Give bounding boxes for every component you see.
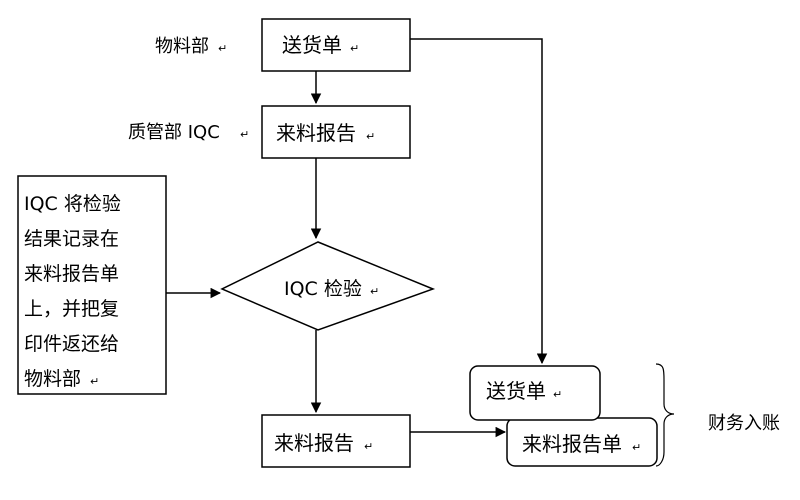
dept-label-material: 物料部 ↵ — [155, 36, 227, 57]
note-line: 上，并把复 — [24, 298, 119, 320]
curly-brace — [655, 363, 675, 467]
node-label: IQC 检验 — [284, 278, 362, 300]
node-box — [469, 365, 601, 421]
finance-label: 财务入账 — [708, 413, 780, 434]
node-delivery-note-top: 送货单 ↵ — [261, 18, 411, 72]
node-label: 来料报告单 — [522, 432, 622, 456]
node-iqc-inspection: IQC 检验 ↵ — [220, 241, 436, 331]
dept-material-text: 物料部 — [155, 36, 209, 57]
note-line: 结果记录在 — [24, 228, 119, 250]
node-box — [261, 105, 411, 159]
return-mark: ↵ — [90, 375, 99, 388]
return-mark: ↵ — [240, 128, 249, 141]
node-label: 来料报告 — [276, 121, 356, 145]
note-line: IQC 将检验 — [24, 193, 121, 215]
dept-label-qc: 质管部 IQC ↵ — [128, 122, 249, 143]
note-box: IQC 将检验 结果记录在 来料报告单 上，并把复 印件返还给 物料部 ↵ — [17, 175, 167, 395]
return-mark: ↵ — [632, 441, 641, 454]
arrow-delivery-to-finance — [410, 38, 548, 365]
return-mark: ↵ — [553, 388, 562, 401]
note-line: 来料报告单 — [24, 263, 119, 285]
node-box — [261, 18, 411, 72]
node-delivery-note-stacked: 送货单 ↵ — [469, 365, 601, 421]
note-line: 印件返还给 — [24, 333, 119, 355]
note-border — [17, 175, 167, 395]
finance-text: 财务入账 — [708, 413, 780, 434]
node-label: 送货单 — [486, 379, 546, 403]
node-incoming-report-bottom: 来料报告 ↵ — [261, 414, 411, 468]
node-incoming-report-stacked: 来料报告单 ↵ — [506, 417, 658, 467]
return-mark: ↵ — [218, 42, 227, 55]
return-mark: ↵ — [364, 440, 373, 453]
dept-qc-text: 质管部 IQC — [128, 122, 220, 143]
return-mark: ↵ — [350, 42, 359, 55]
node-box — [261, 414, 411, 468]
node-incoming-report-top: 来料报告 ↵ — [261, 105, 411, 159]
return-mark: ↵ — [366, 130, 375, 143]
node-label: 来料报告 — [274, 431, 354, 455]
node-label: 送货单 — [282, 33, 342, 57]
note-line: 物料部 — [24, 368, 81, 390]
return-mark: ↵ — [370, 285, 379, 298]
decision-diamond — [220, 241, 436, 331]
